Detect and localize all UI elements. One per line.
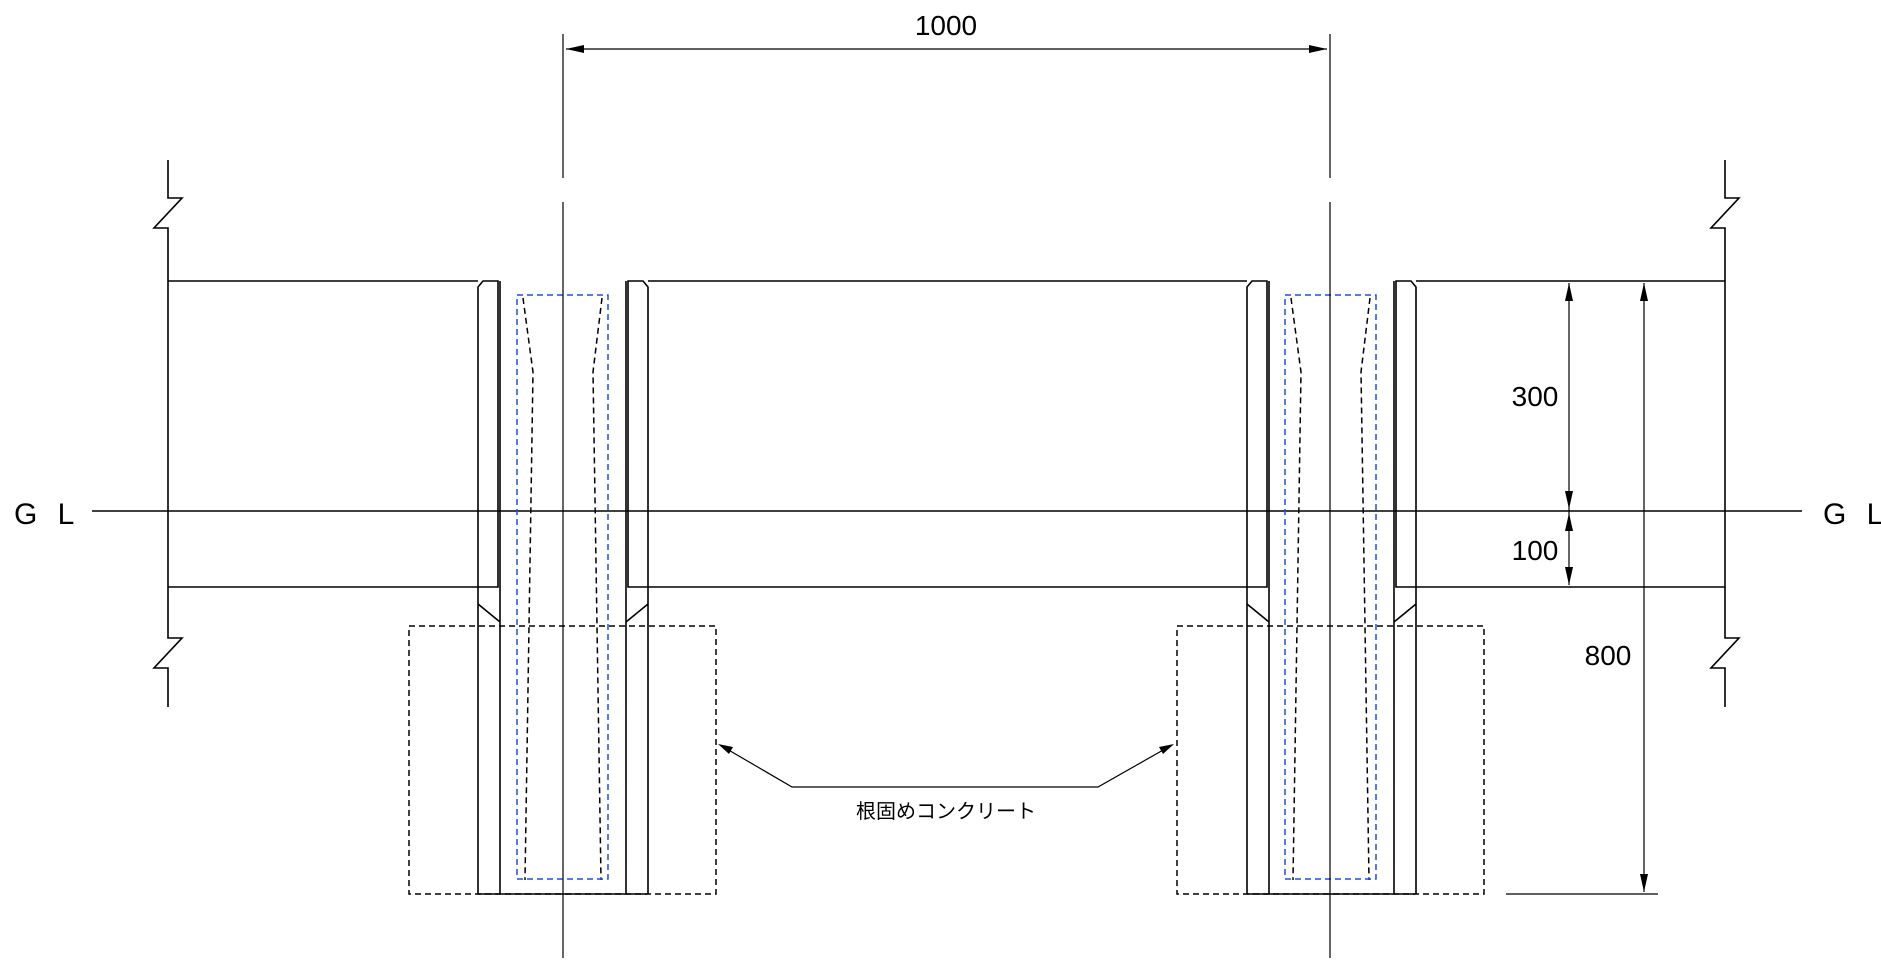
break-line-left-bottom xyxy=(152,587,184,707)
footing-note-label: 根固めコンクリート xyxy=(856,799,1036,823)
dimension-span: 1000 xyxy=(566,10,1327,53)
footing-note-leader: 根固めコンクリート xyxy=(718,744,1174,823)
dimension-span-label: 1000 xyxy=(915,10,977,41)
post-left xyxy=(477,280,649,895)
break-line-left-top xyxy=(152,160,184,281)
dimension-upper-label: 300 xyxy=(1512,381,1559,412)
dimension-total-depth: 800 xyxy=(1506,283,1658,895)
dimension-total-label: 800 xyxy=(1585,640,1632,671)
break-line-right-top xyxy=(1709,160,1741,281)
gl-label-right: G L xyxy=(1823,498,1881,531)
dimension-lower-label: 100 xyxy=(1512,535,1559,566)
wall-section xyxy=(167,280,1726,588)
post-right xyxy=(1246,280,1417,895)
dimension-height-stack: 300 100 xyxy=(1512,283,1573,585)
break-line-right-bottom xyxy=(1709,587,1741,707)
gl-label-left: G L xyxy=(14,498,80,531)
